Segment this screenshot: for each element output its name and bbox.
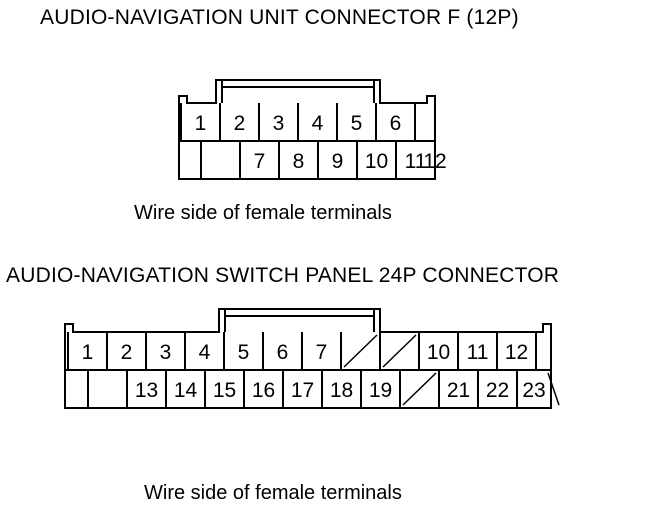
connector-f-terminal-7: 7: [254, 150, 266, 173]
connector-24p-terminal-21: 21: [447, 379, 470, 402]
connector-f-terminal-9: 9: [332, 150, 344, 173]
connector-f-outline: [178, 79, 436, 180]
connector-24p-caption: Wire side of female terminals: [144, 482, 402, 504]
connector-f-terminal-6: 6: [390, 112, 402, 135]
connector-24p-title: AUDIO-NAVIGATION SWITCH PANEL 24P CONNEC…: [6, 264, 560, 287]
connector-24p-unused-cavity: [402, 372, 437, 406]
connector-24p-terminal-6: 6: [277, 341, 289, 364]
connector-24p-outline: [64, 308, 552, 409]
connector-f-terminal-12: 12: [423, 150, 446, 173]
connector-24p-terminal-22: 22: [486, 379, 509, 402]
connector-24p-unused-cavity: [382, 334, 417, 368]
connector-24p-terminal-3: 3: [160, 341, 172, 364]
connector-24p-terminal-15: 15: [213, 379, 236, 402]
connector-f-terminal-10: 10: [365, 150, 388, 173]
connector-f-title: AUDIO-NAVIGATION UNIT CONNECTOR F (12P): [40, 6, 519, 29]
connector-f-terminal-3: 3: [273, 112, 285, 135]
connector-24p-terminal-18: 18: [330, 379, 353, 402]
connector-24p-terminal-1: 1: [82, 341, 94, 364]
connector-f-terminal-2: 2: [234, 112, 246, 135]
connector-24p-terminal-7: 7: [316, 341, 328, 364]
connector-24p-terminal-10: 10: [427, 341, 450, 364]
connector-24p-terminal-5: 5: [238, 341, 250, 364]
connector-24p-terminal-16: 16: [252, 379, 275, 402]
connector-24p-terminal-17: 17: [291, 379, 314, 402]
connector-24p-terminal-19: 19: [369, 379, 392, 402]
connector-24p-terminal-23: 23: [522, 379, 545, 402]
connector-f-terminal-11: 11: [405, 150, 427, 173]
connector-f-terminal-1: 1: [195, 112, 207, 135]
connector-24p-terminal-2: 2: [121, 341, 133, 364]
connector-24p-terminal-4: 4: [199, 341, 211, 364]
connector-f-terminal-4: 4: [312, 112, 324, 135]
connector-f-terminal-8: 8: [293, 150, 305, 173]
connector-24p-terminal-11: 11: [467, 341, 489, 364]
connector-24p-terminal-14: 14: [174, 379, 198, 402]
connector-24p-unused-cavity: [547, 372, 560, 406]
connector-24p-terminal-12: 12: [505, 341, 528, 364]
connector-24p-unused-cavity: [343, 334, 378, 368]
connector-f-caption: Wire side of female terminals: [134, 202, 392, 224]
connector-24p-terminal-13: 13: [135, 379, 158, 402]
connector-f-terminal-5: 5: [351, 112, 363, 135]
